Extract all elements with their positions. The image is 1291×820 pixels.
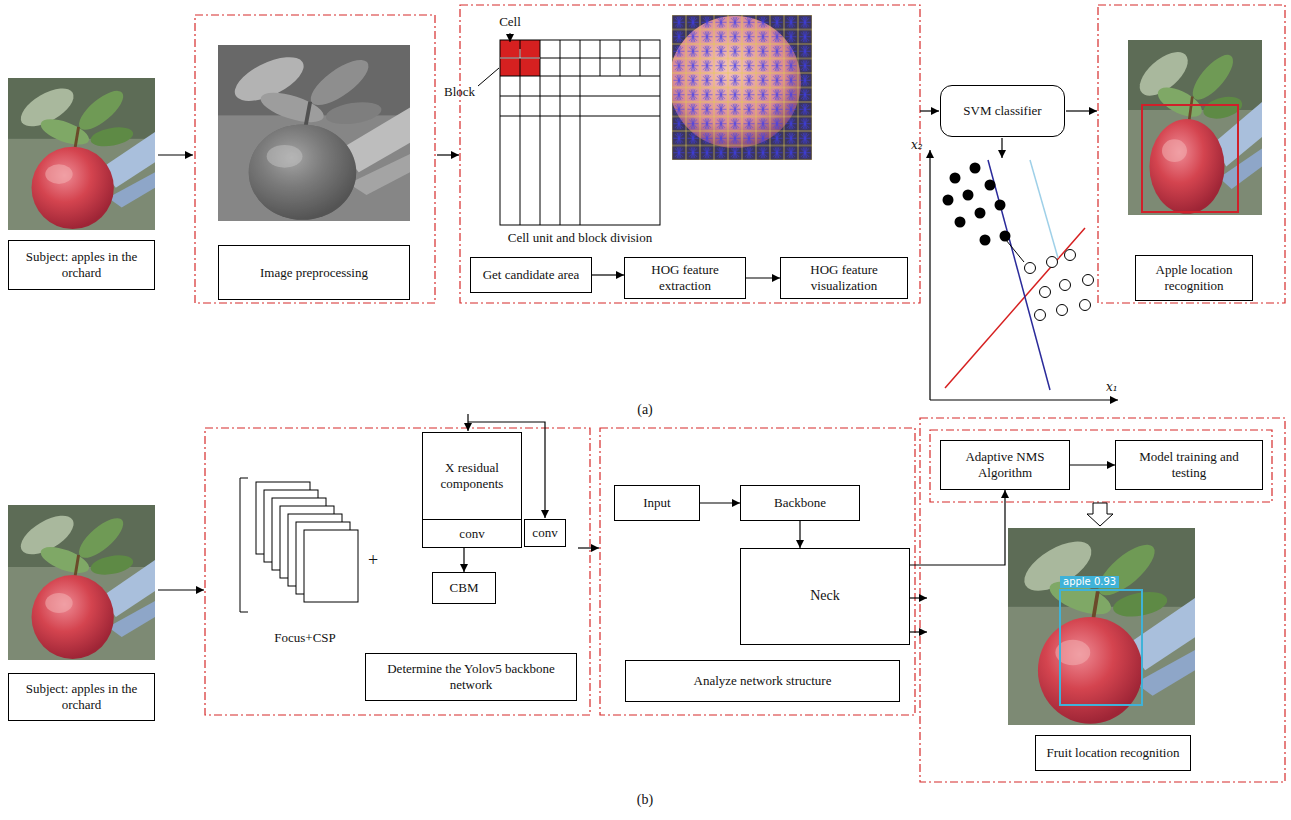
detection-label: apple 0.93 [1060,576,1119,588]
axis-label: x₁ [1106,380,1118,394]
panel-label: (a) [625,402,665,419]
block-label: Block [444,84,475,100]
flow-arrow [799,521,800,548]
node-text: conv [423,519,521,547]
node-text: Analyze network structure [694,673,832,689]
node-text: X residual components [423,433,521,519]
process-box: Input [614,485,700,521]
node-text: Subject: apples in the orchard [14,249,149,280]
dashed-region [195,5,1285,782]
result-photo [1008,528,1195,725]
apple-photo [8,505,155,660]
subject-box: Subject: apples in the orchard [8,240,155,290]
node-text: conv [532,525,557,541]
apple-photo [8,78,155,230]
node-text: Subject: apples in the orchard [14,681,149,712]
process-box: Adaptive NMS Algorithm [940,440,1070,490]
result-photo [1128,40,1262,215]
classifier-box: SVM classifier [940,85,1065,137]
flow-arrow [592,274,624,275]
cbm-box: CBM [432,572,496,604]
step-box: Analyze network structure [625,660,900,702]
detection-box [1060,590,1142,705]
node-text: Fruit location recognition [1047,745,1180,761]
node-text: Image preprocessing [260,265,368,281]
svm-plot [930,150,1118,400]
cell-grid [478,33,660,225]
panel-label: (b) [625,792,665,809]
node-text: HOG feature extraction [630,262,740,293]
node-text: Model training and testing [1121,449,1257,480]
process-box: HOG feature visualization [780,257,908,299]
conv-box: conv [524,519,566,547]
node-text: Apple location recognition [1141,262,1247,293]
process-box: Get candidate area [470,257,592,293]
process-box: Model training and testing [1115,440,1263,490]
node-text: SVM classifier [963,103,1041,119]
step-box: Determine the Yolov5 backbone network [365,653,577,701]
feature-maps [240,478,358,612]
flow-arrow [1070,464,1115,465]
neck-box: Neck [740,548,910,645]
node-text: Input [643,495,670,511]
step-box: Apple location recognition [1135,255,1253,301]
node-text: Backbone [774,495,826,511]
gray-photo [218,45,410,221]
process-box: Backbone [740,485,860,521]
step-box: Image preprocessing [218,245,410,300]
step-box: Fruit location recognition [1035,735,1191,771]
residual-box: X residual componentsconv [422,432,522,548]
flow-arrow [746,277,780,278]
flow-arrow [158,111,1097,632]
node-text: HOG feature visualization [786,262,902,293]
hollow-arrow [1087,503,1113,526]
module-label: Focus+CSP [245,630,365,646]
process-box: HOG feature extraction [624,257,746,299]
detection-box [1142,105,1238,212]
node-text: Neck [810,588,840,605]
plus-sign: + [368,550,378,572]
axis-label: x₂ [911,138,923,152]
flow-arrow [700,502,740,503]
node-text: Get candidate area [483,267,580,283]
subject-box: Subject: apples in the orchard [8,673,155,721]
flow-arrow [910,490,1005,565]
node-text: CBM [450,580,479,596]
node-text: Adaptive NMS Algorithm [946,449,1064,480]
hog-image [672,15,812,160]
cell-label: Cell [490,14,530,30]
flow-arrow [463,548,464,572]
node-text: Determine the Yolov5 backbone network [371,661,571,692]
grid-caption: Cell unit and block division [470,230,690,246]
